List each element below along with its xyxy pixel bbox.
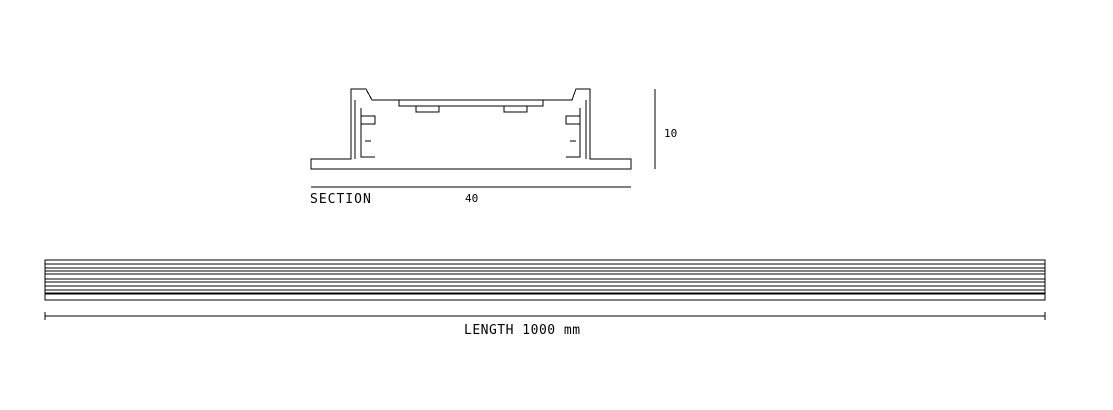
length-profile-outline — [44, 259, 1046, 301]
strip-tab-right — [503, 105, 528, 113]
section-label: SECTION — [310, 192, 372, 207]
strip-tab-left — [415, 105, 440, 113]
length-dimension — [44, 312, 1046, 320]
right-clip — [565, 108, 581, 158]
length-profile-view — [44, 259, 1046, 301]
cover-strip — [398, 99, 544, 107]
length-label: LENGTH 1000 mm — [464, 323, 581, 338]
left-clip — [360, 108, 376, 158]
profile-outline — [310, 88, 632, 170]
height-dimension-text: 10 — [664, 127, 677, 140]
width-dimension-text: 40 — [465, 192, 478, 205]
section-profile — [310, 88, 632, 170]
